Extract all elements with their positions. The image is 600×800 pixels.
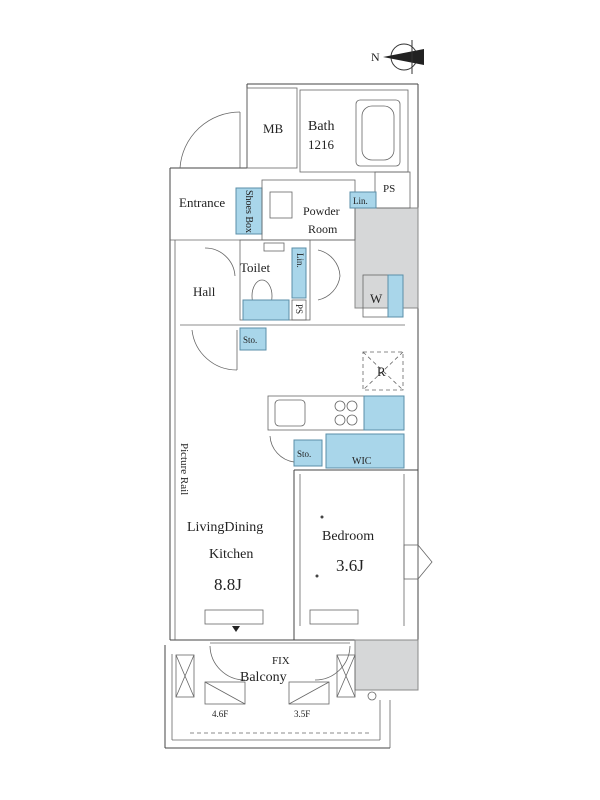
room-hall: Hall [193, 284, 216, 299]
label-window-left: 4.6F [212, 709, 228, 719]
ac-unit-bedroom [309, 609, 359, 625]
room-powder-1: Powder [303, 204, 340, 218]
room-mb: MB [263, 121, 284, 136]
gray-shaft-bottom-right [354, 639, 419, 691]
label-window-right: 3.5F [294, 709, 310, 719]
north-arrow-icon: N [371, 40, 424, 74]
label-fix: FIX [272, 655, 290, 667]
room-entrance: Entrance [179, 195, 225, 210]
room-ldk-2: Kitchen [209, 547, 253, 562]
label-ps-top: PS [383, 183, 395, 195]
label-picture-rail: Picture Rail [178, 443, 190, 495]
room-ldk-1: LivingDining [187, 520, 263, 535]
ac-unit-ldk [204, 609, 264, 625]
bath-room: Bath 1216 [299, 89, 409, 173]
kitchen-counter [267, 395, 405, 431]
storage-hall [239, 327, 267, 351]
shoes-box [235, 187, 263, 235]
refrigerator-space [362, 351, 404, 391]
room-bath: Bath [308, 119, 334, 134]
room-toilet: Toilet [240, 260, 271, 275]
room-bedroom-size: 3.6J [336, 556, 364, 575]
bedroom-window [403, 544, 419, 580]
label-wic: WIC [352, 456, 372, 467]
walk-in-closet [325, 433, 405, 469]
svg-text:Sto.: Sto. [243, 335, 257, 345]
room-ldk-size: 8.8J [214, 575, 242, 594]
room-bedroom: Bedroom [322, 529, 374, 544]
label-refrigerator: R [377, 364, 386, 379]
room-balcony: Balcony [240, 670, 287, 685]
compass-label: N [371, 50, 380, 64]
room-bath-size: 1216 [308, 137, 335, 152]
label-ps-toilet: PS [294, 304, 304, 314]
label-shoes-box: Shoes Box [243, 190, 254, 233]
label-lin-powder: Lin. [353, 196, 368, 206]
balcony [164, 642, 391, 749]
entrance-door[interactable] [179, 111, 241, 169]
label-washer: W [370, 291, 383, 306]
svg-text:Sto.: Sto. [297, 449, 311, 459]
room-powder-2: Room [308, 222, 338, 236]
gray-shaft-right [354, 207, 419, 309]
toilet-room: Toilet [239, 239, 311, 321]
storage-kitchen [293, 439, 323, 467]
label-lin-toilet: Lin. [295, 253, 305, 268]
mb-closet [246, 87, 298, 169]
